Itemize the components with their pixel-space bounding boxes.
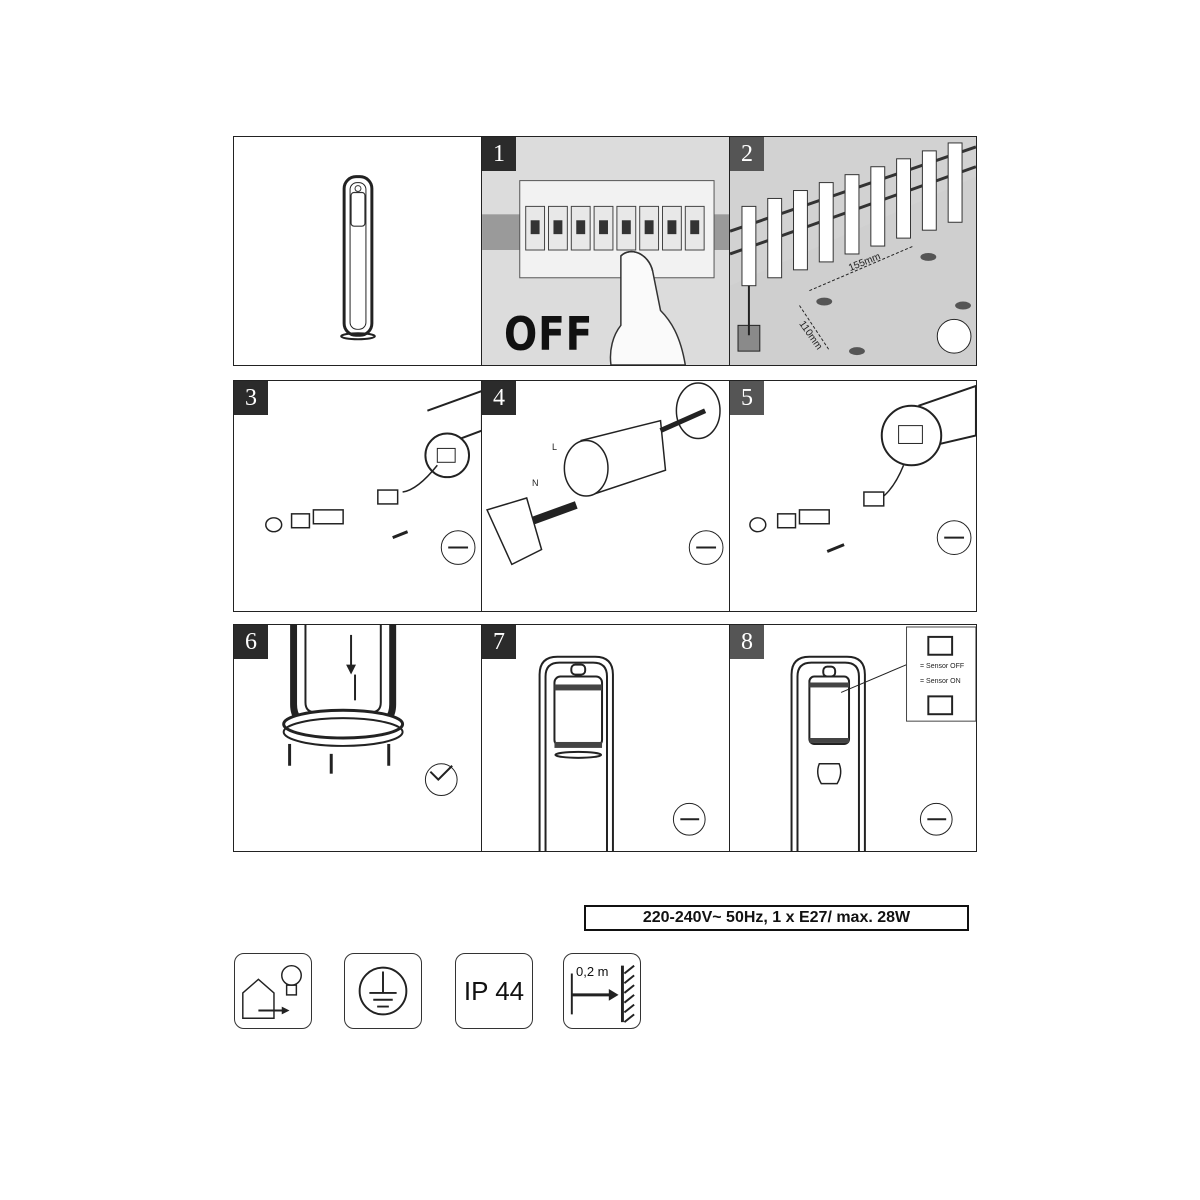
step-number: 7	[482, 625, 516, 659]
step-number: 4	[482, 381, 516, 415]
step-8-panel: 8 = Sensor OFF = Sensor ON	[729, 624, 977, 852]
bollard-lamp-illustration	[340, 175, 376, 341]
step-number: 6	[234, 625, 268, 659]
distance-label: 0,2 m	[576, 964, 609, 979]
step-5-panel: 5	[729, 380, 977, 612]
sensor-off-label: = Sensor OFF	[920, 663, 965, 670]
minimum-distance-icon: 0,2 m	[563, 953, 641, 1029]
neutral-label: N	[532, 478, 539, 488]
step-number: 1	[482, 137, 516, 171]
overview-panel	[233, 136, 483, 366]
lamp-shade-illustration	[538, 655, 706, 851]
step-6-panel: 6	[233, 624, 483, 852]
live-label: L	[552, 442, 558, 452]
ip-rating-icon: IP 44	[455, 953, 533, 1029]
outdoor-lamp-icon	[234, 953, 312, 1029]
step-number: 8	[730, 625, 764, 659]
base-mounting-illustration	[282, 625, 458, 796]
step-number: 5	[730, 381, 764, 415]
electrical-specification: 220-240V~ 50Hz, 1 x E27/ max. 28W	[584, 905, 969, 931]
off-label: OFF	[504, 307, 594, 361]
step-3-panel: 3	[233, 380, 483, 612]
step-4-panel: 4 L N	[481, 380, 731, 612]
protective-earth-icon	[344, 953, 422, 1029]
step-number: 2	[730, 137, 764, 171]
step-number: 3	[234, 381, 268, 415]
step-1-panel: 1 OFF	[481, 136, 731, 366]
bulb-and-sensor-illustration	[790, 626, 976, 851]
ip-rating-text: IP 44	[463, 976, 525, 1006]
step-2-panel: 2 155mm 110mm	[729, 136, 977, 366]
wiring-illustration	[486, 382, 724, 566]
step-7-panel: 7	[481, 624, 731, 852]
circuit-breaker-illustration	[482, 180, 730, 365]
drilling-template-illustration	[730, 142, 976, 365]
connector-assembly-illustration	[265, 389, 482, 565]
sensor-on-label: = Sensor ON	[920, 678, 961, 685]
connector-reassembly-illustration	[749, 384, 976, 555]
